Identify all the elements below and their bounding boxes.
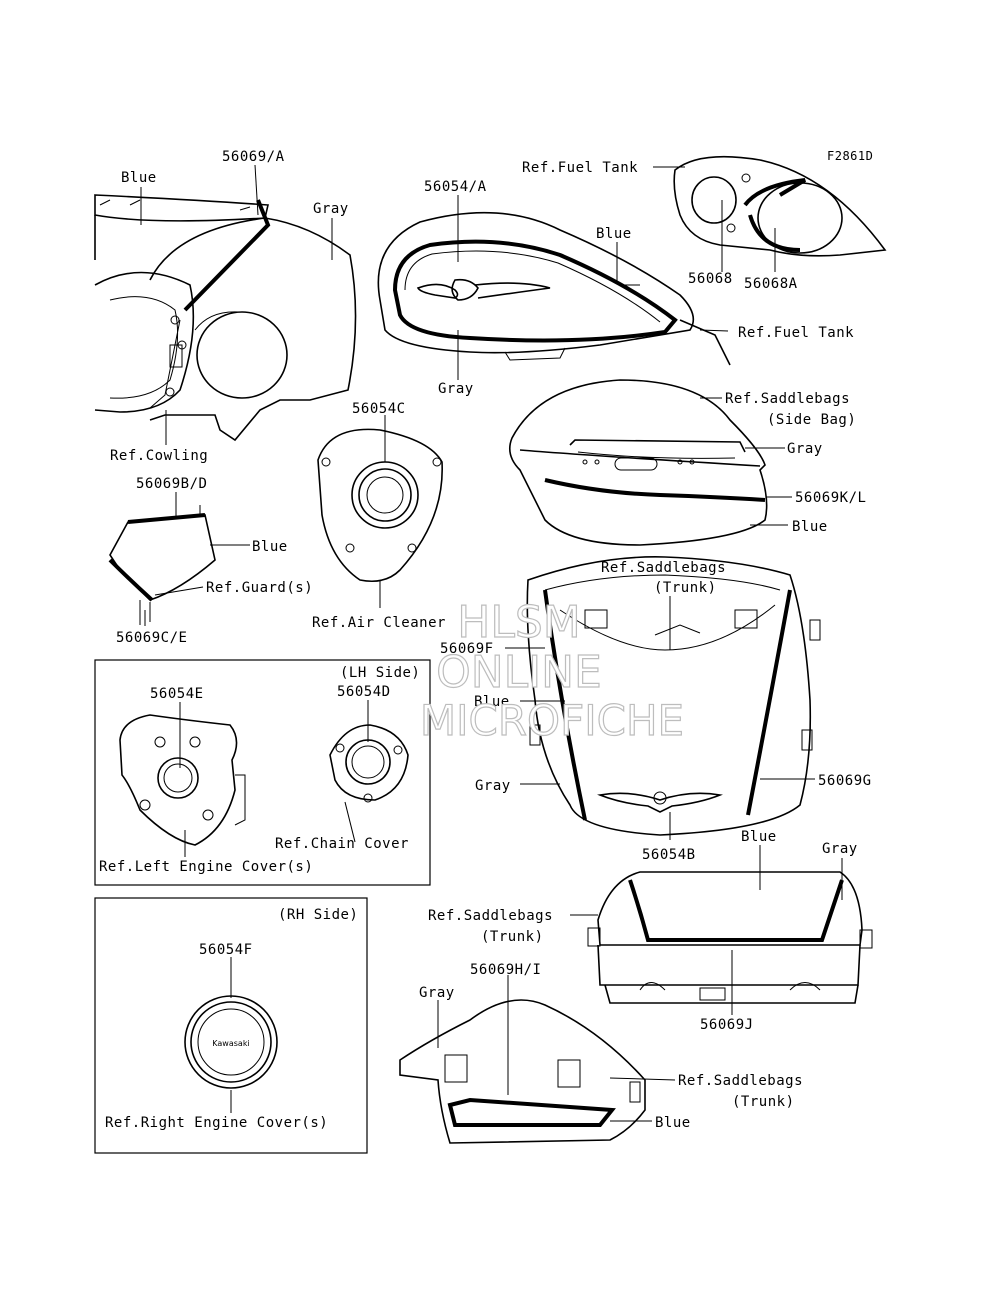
label-ref-guards: Ref.Guard(s) [206,580,313,596]
label-gray-trunk1: Gray [475,778,511,794]
left-engine-cover-drawing [119,714,246,846]
label-ref-left-engine-cover: Ref.Left Engine Cover(s) [99,859,313,875]
right-engine-cover-drawing: Kawasaki [184,995,278,1089]
label-blue-trunk1: Blue [474,694,510,710]
label-gray-trunk3: Gray [419,985,455,1001]
label-blue-guard: Blue [252,539,288,555]
label-blue-sidebag: Blue [792,519,828,535]
trunk-side-drawing [399,999,646,1144]
label-ref-saddlebags-trunk-3b: (Trunk) [732,1094,795,1110]
chain-cover-drawing [329,724,409,803]
label-ref-cowling: Ref.Cowling [110,448,208,464]
label-56054D: 56054D [337,684,391,700]
label-gray-cowl: Gray [313,201,349,217]
guard-drawing [108,505,216,625]
label-56054C: 56054C [352,401,406,417]
label-ref-fuel-tank-right: Ref.Fuel Tank [738,325,854,341]
label-lh-side: (LH Side) [340,665,420,681]
label-gray-tank: Gray [438,381,474,397]
label-blue-tank: Blue [596,226,632,242]
watermark-line-3: MICROFICHE [420,696,684,745]
label-56054F: 56054F [199,942,253,958]
label-ref-saddlebags-trunk-3a: Ref.Saddlebags [678,1073,803,1089]
label-ref-saddlebags-trunk-2a: Ref.Saddlebags [428,908,553,924]
label-ref-air-cleaner: Ref.Air Cleaner [312,615,446,631]
watermark-line-1: HLSM [457,597,581,648]
label-ref-saddlebags-side-2: (Side Bag) [767,412,856,428]
watermark: HLSM ONLINE MICROFICHE [419,596,684,745]
label-gray-trunk2: Gray [822,841,858,857]
watermark-line-2: ONLINE [436,647,602,698]
trunk-front-drawing [526,556,821,836]
fuel-tank-drawing [377,211,731,366]
label-blue-trunk3: Blue [655,1115,691,1131]
label-blue-trunk2: Blue [741,829,777,845]
label-56068: 56068 [688,271,733,287]
label-56069BD: 56069B/D [136,476,207,492]
label-ref-saddlebags-trunk-2b: (Trunk) [481,929,544,945]
leader-lines [140,164,843,1122]
label-56069KL: 56069K/L [795,490,866,506]
label-56054B: 56054B [642,847,696,863]
label-gray-sidebag: Gray [787,441,823,457]
label-ref-saddlebags-trunk-1a: Ref.Saddlebags [601,560,726,576]
label-56069F: 56069F [440,641,494,657]
label-56069A: 56069/A [222,149,285,165]
label-blue-cowl: Blue [121,170,157,186]
label-56069G: 56069G [818,773,872,789]
label-ref-fuel-tank-top: Ref.Fuel Tank [522,160,638,176]
lh-side-box [94,659,431,886]
cowling-drawing [94,194,357,442]
figure-code: F2861D [827,149,873,163]
label-56069J: 56069J [700,1017,754,1033]
air-cleaner-drawing [317,428,443,583]
label-56054A: 56054/A [424,179,487,195]
label-ref-chain-cover: Ref.Chain Cover [275,836,409,852]
label-56069HI: 56069H/I [470,962,541,978]
callout-labels: F2861D Blue 56069/A Gray Ref.Cowling 560… [99,149,873,1131]
side-bag-drawing [509,379,768,546]
label-56068A: 56068A [744,276,798,292]
cover-brand-text: Kawasaki [212,1039,249,1048]
rh-side-box [94,897,368,1154]
trunk-rear-drawing [587,871,873,1004]
label-rh-side: (RH Side) [278,907,358,923]
label-56054E: 56054E [150,686,204,702]
label-ref-right-engine-cover: Ref.Right Engine Cover(s) [105,1115,328,1131]
label-ref-saddlebags-trunk-1b: (Trunk) [654,580,717,596]
tank-badge-drawing [673,155,887,257]
label-56069CE: 56069C/E [116,630,187,646]
label-ref-saddlebags-side-1: Ref.Saddlebags [725,391,850,407]
